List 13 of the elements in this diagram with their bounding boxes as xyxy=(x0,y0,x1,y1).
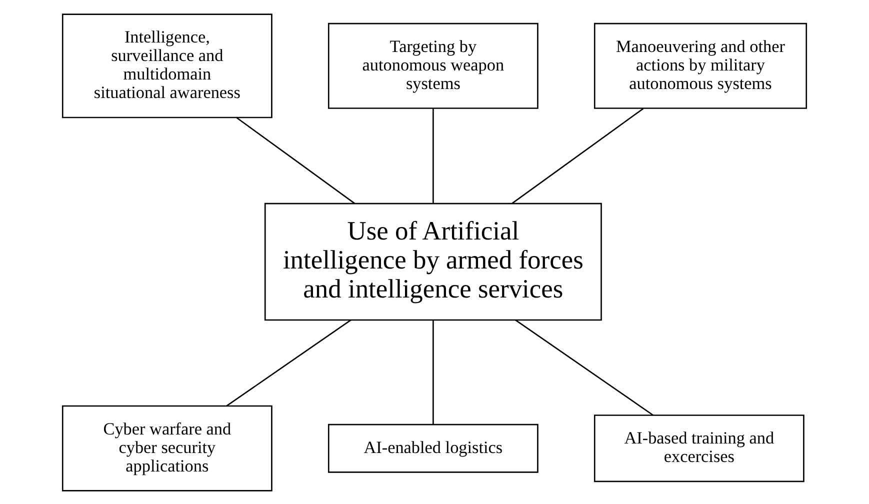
node-box: Targeting by autonomous weapon systems xyxy=(328,22,538,108)
node-box: Manoeuvering and other actions by military autonomous systems xyxy=(594,22,808,108)
node-box: AI-enabled logistics xyxy=(328,423,538,472)
connector xyxy=(226,318,352,406)
node-box: Use of Artificial intelligence by armed forces and intelligence services xyxy=(264,202,602,320)
connector xyxy=(432,320,434,424)
node-box: Intelligence, surveillance and multidomain situational awareness xyxy=(62,13,272,118)
node-box: Cyber warfare and cyber security applications xyxy=(62,404,272,491)
node-box: AI-based training and excercises xyxy=(594,414,804,482)
connector xyxy=(512,108,644,204)
connector xyxy=(432,108,434,203)
connector xyxy=(515,318,654,416)
connector xyxy=(236,116,356,204)
